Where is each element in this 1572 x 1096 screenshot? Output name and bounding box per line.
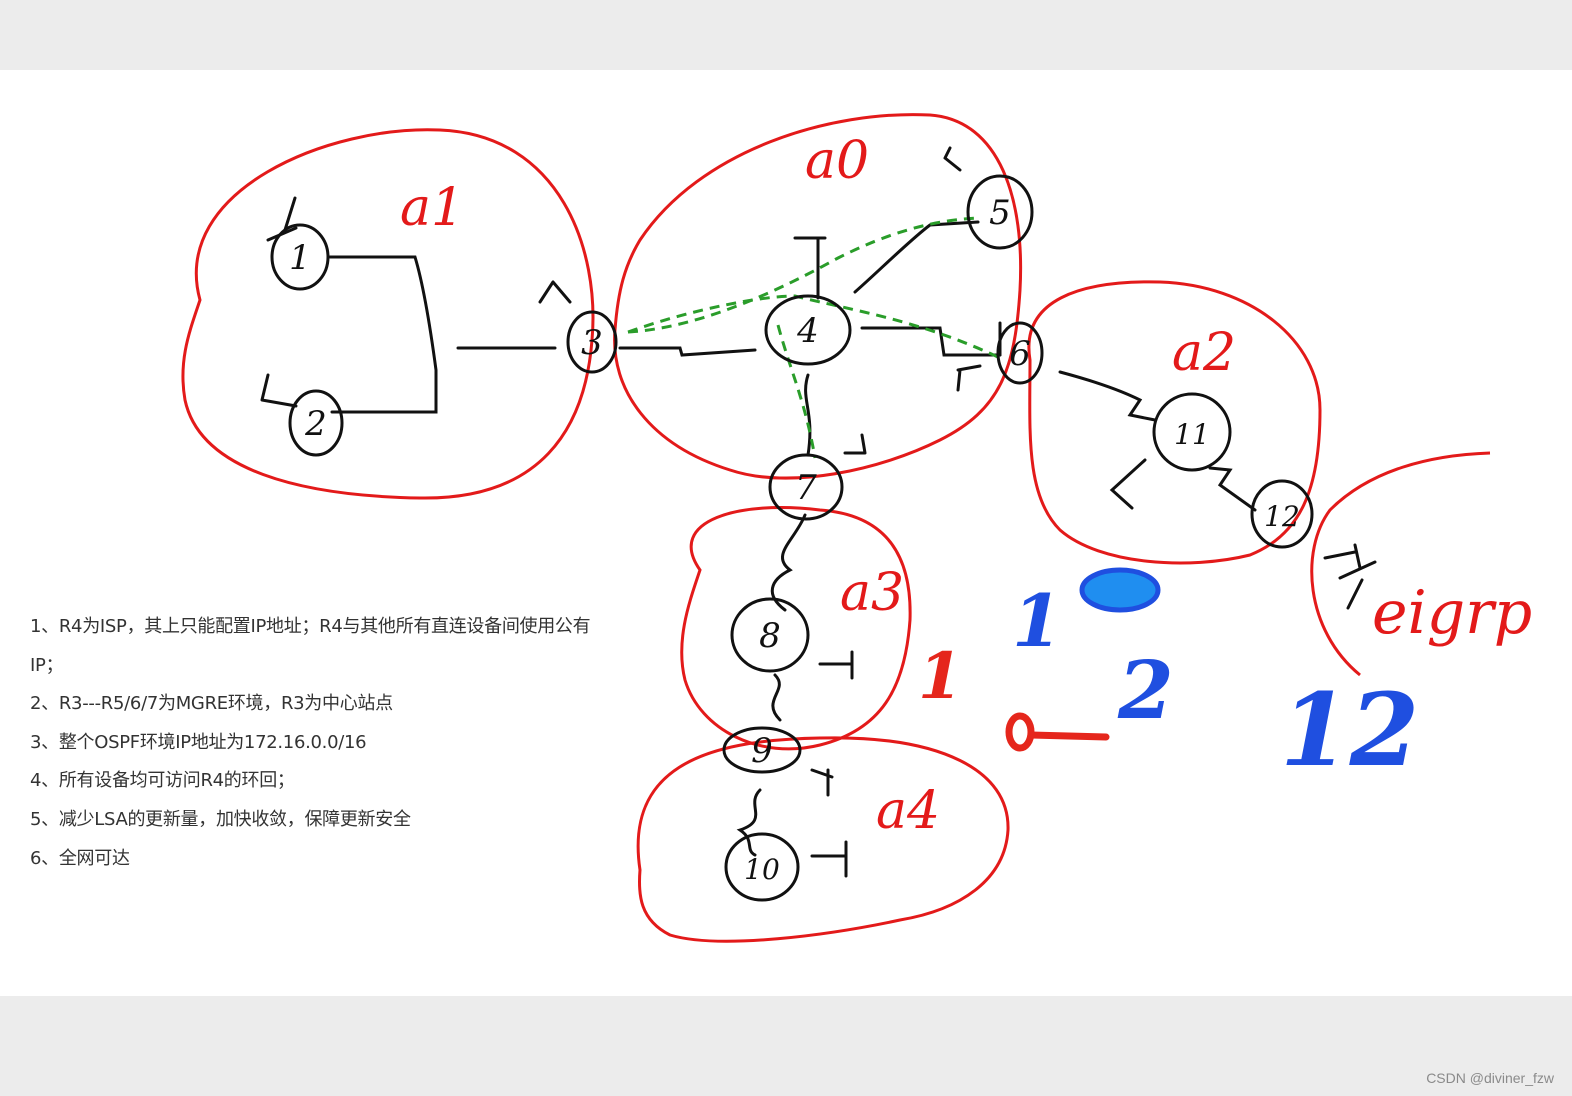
mgre-tunnel-r3-r5 — [627, 216, 981, 334]
router-number: 11 — [1174, 418, 1210, 451]
loopback-r4 — [793, 236, 827, 300]
annotation-blue-twelve: 12 — [1280, 671, 1419, 789]
loopback-r11 — [1109, 458, 1147, 510]
router-node — [1250, 479, 1314, 549]
router-number: 8 — [759, 616, 781, 656]
loopback-r8 — [818, 650, 854, 680]
loopback-r5 — [943, 146, 962, 172]
router-r8: 8 — [730, 597, 810, 673]
requirement-item: 4、所有设备均可访问R4的环回； — [30, 770, 295, 792]
mgre-tunnel-r3-r7 — [776, 324, 817, 459]
loopback-r2 — [260, 373, 298, 408]
router-r1: 1 — [270, 223, 330, 291]
annotation-red-one: 1 — [918, 639, 963, 714]
router-node — [764, 294, 852, 366]
requirements-list: 1、R4为ISP，其上只能配置IP地址；R4与其他所有直连设备间使用公有 IP；… — [30, 608, 680, 878]
area-a3-outline — [680, 506, 912, 751]
router-node — [996, 321, 1044, 385]
loopback-r10 — [810, 840, 848, 878]
area-a1-outline — [181, 128, 595, 500]
annotation-blue-one: 1 — [1012, 578, 1062, 663]
router-r7: 7 — [768, 453, 844, 521]
router-number: 6 — [1009, 334, 1031, 374]
area-label-a4: a4 — [876, 781, 940, 841]
router-node — [288, 389, 344, 457]
router-r10: 10 — [724, 832, 800, 902]
area-a0-outline — [613, 113, 1023, 480]
router-number: 1 — [289, 238, 311, 278]
requirement-item: 6、全网可达 — [30, 847, 130, 869]
area-label-eigrp: eigrp — [1372, 578, 1532, 648]
router-number: 10 — [744, 853, 780, 886]
annotation-blue-two: 2 — [1117, 643, 1174, 737]
loopback-r9 — [810, 768, 834, 797]
router-r5: 5 — [966, 174, 1034, 250]
router-node — [722, 726, 802, 774]
router-number: 12 — [1264, 500, 1300, 533]
link-r4-r7 — [804, 373, 812, 457]
link-r8-r9 — [771, 673, 782, 722]
router-r6: 6 — [996, 321, 1044, 385]
watermark: CSDN @diviner_fzw — [1426, 1070, 1554, 1086]
router-number: 3 — [581, 323, 603, 363]
link-r6-r11 — [1058, 370, 1157, 422]
router-node — [966, 174, 1034, 250]
area-eigrp-outline — [1310, 451, 1491, 677]
link-r4-r6 — [860, 326, 1002, 357]
annotation-red-zero-line — [1005, 712, 1110, 752]
area-label-a2: a2 — [1172, 323, 1236, 383]
router-node — [768, 453, 844, 521]
requirement-item: 3、整个OSPF环境IP地址为172.16.0.0/16 — [30, 731, 367, 753]
loopback-r7 — [843, 433, 867, 455]
area-a2-outline — [1027, 280, 1322, 565]
requirement-item: 1、R4为ISP，其上只能配置IP地址；R4与其他所有直连设备间使用公有 — [30, 616, 591, 637]
router-node — [724, 832, 800, 902]
router-number: 5 — [989, 193, 1011, 233]
router-r4: 4 — [764, 294, 852, 366]
requirement-item: 5、减少LSA的更新量，加快收敛，保障更新安全 — [30, 808, 411, 830]
requirement-item: IP； — [30, 654, 64, 676]
router-r12: 12 — [1250, 479, 1314, 549]
router-node — [566, 310, 618, 374]
router-r2: 2 — [288, 389, 344, 457]
area-label-a3: a3 — [840, 563, 904, 623]
link-r9-r10 — [736, 788, 762, 857]
router-number: 7 — [795, 468, 817, 508]
link-r4-r5 — [853, 220, 980, 294]
router-node — [270, 223, 330, 291]
router-number: 9 — [751, 731, 773, 771]
router-r11: 11 — [1152, 392, 1232, 472]
link-r3-r4 — [618, 346, 757, 357]
router-r9: 9 — [722, 726, 802, 774]
loopback-r12 — [1323, 543, 1377, 610]
router-r3: 3 — [566, 310, 618, 374]
area-label-a1: a1 — [400, 178, 464, 238]
router-number: 4 — [796, 311, 819, 351]
area-label-a0: a0 — [805, 131, 869, 191]
router-node — [1152, 392, 1232, 472]
router-node — [730, 597, 810, 673]
link-r7-r8 — [771, 513, 807, 612]
annotation-blue-zero — [1079, 567, 1161, 613]
router-number: 2 — [304, 404, 327, 444]
requirement-item: 2、R3---R5/6/7为MGRE环境，R3为中心站点 — [30, 693, 393, 715]
area-a4-outline — [636, 736, 1010, 943]
loopback-r3 — [538, 280, 572, 304]
link-r11-r12 — [1208, 466, 1257, 512]
link-r1-r3 — [328, 255, 438, 414]
